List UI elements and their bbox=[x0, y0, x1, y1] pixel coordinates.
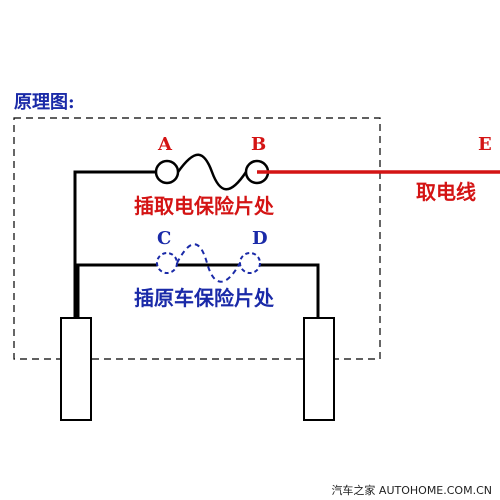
fuse-terminal-a bbox=[154, 159, 180, 185]
point-e-label: E bbox=[478, 134, 492, 155]
red-fuse-element bbox=[176, 153, 248, 191]
point-c-label: C bbox=[157, 228, 172, 249]
blue-fuse-caption: 插原车保险片处 bbox=[134, 286, 274, 310]
point-a-label: A bbox=[158, 134, 172, 155]
red-fuse-caption: 插取电保险片处 bbox=[134, 194, 274, 218]
left-fuse-blade bbox=[60, 317, 92, 421]
diagram-title: 原理图: bbox=[14, 92, 75, 113]
tap-wire-caption: 取电线 bbox=[416, 180, 476, 204]
point-d-label: D bbox=[252, 228, 268, 249]
right-fuse-blade bbox=[303, 317, 335, 421]
blue-fuse-element bbox=[176, 243, 241, 283]
watermark: 汽车之家 AUTOHOME.COM.CN bbox=[331, 484, 492, 497]
fuse-terminal-c bbox=[156, 252, 178, 274]
fuse-terminal-d bbox=[239, 252, 261, 274]
fuse-box-outline bbox=[13, 117, 381, 360]
point-b-label: B bbox=[251, 134, 267, 155]
inner-wire bbox=[76, 263, 320, 318]
outer-wire bbox=[73, 170, 163, 318]
